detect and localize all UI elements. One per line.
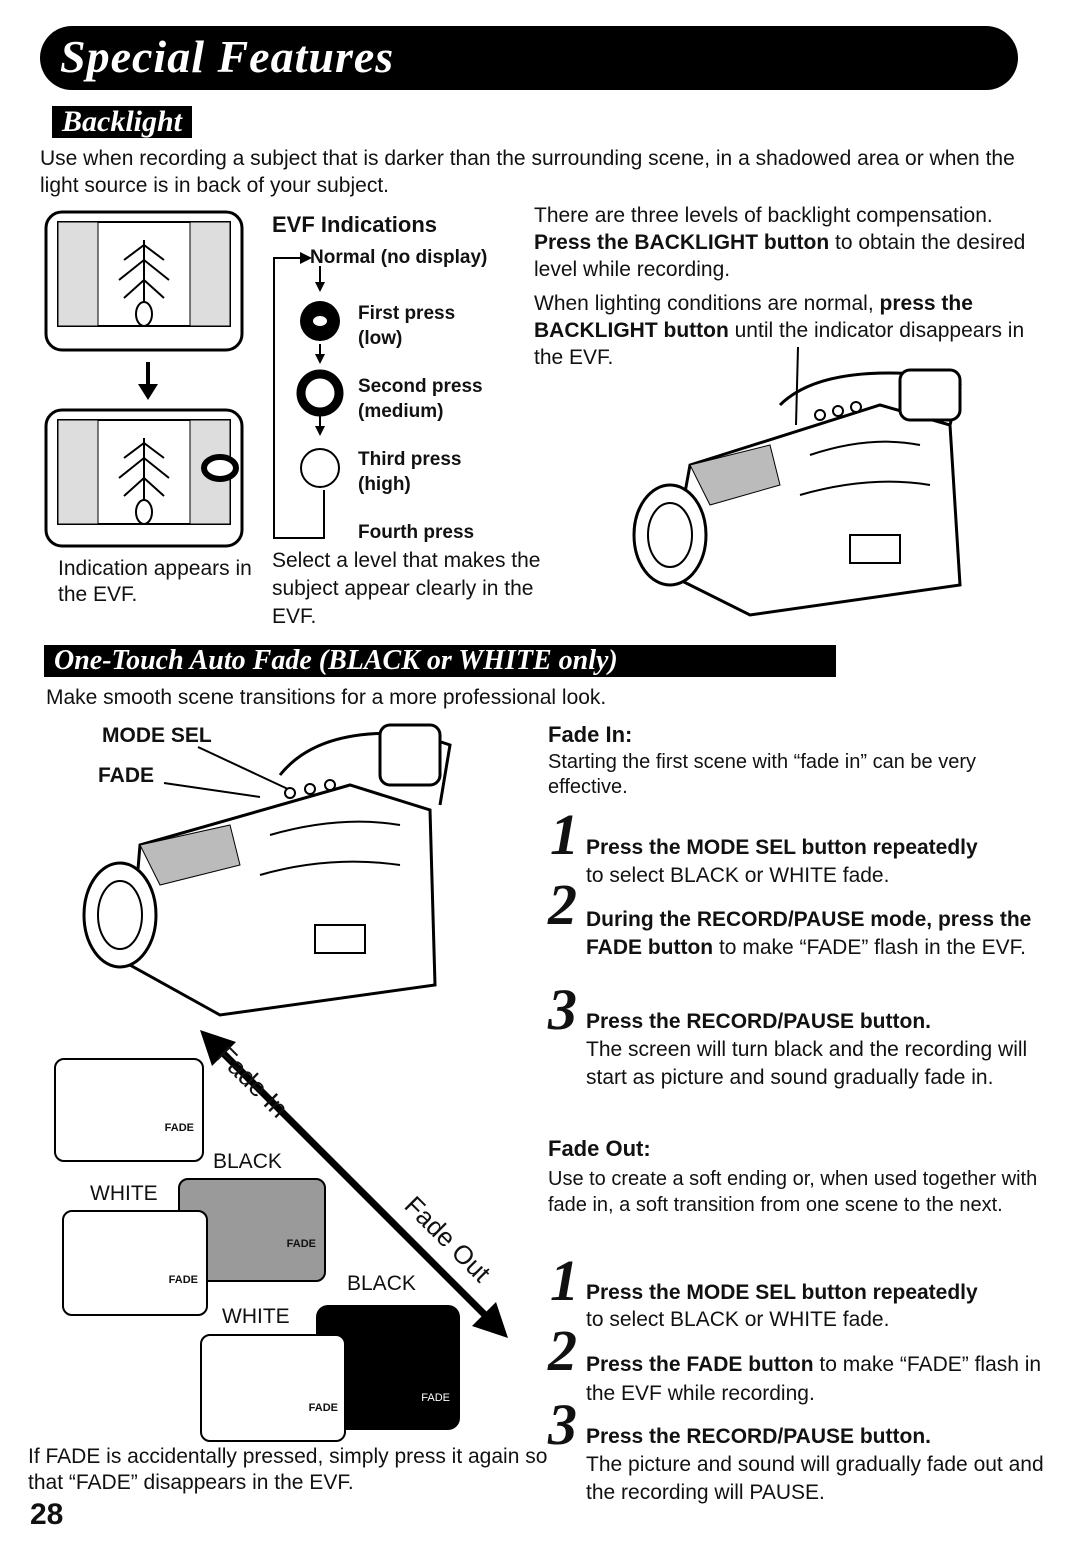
para1-end: to obtain the desired level while record… — [534, 231, 1026, 281]
para2-plain: When lighting conditions are normal, — [534, 292, 880, 315]
screen-fade-text: FADE — [168, 1274, 198, 1286]
screen-fade-text: FADE — [421, 1392, 450, 1404]
fade-out-step-1-number: 1 — [550, 1248, 579, 1313]
fade-out-step-1-heading: Press the MODE SEL button repeatedly — [586, 1281, 978, 1304]
select-caption: Select a level that makes the subject ap… — [272, 549, 541, 628]
evf-indications-heading: EVF Indications — [272, 212, 438, 237]
fade-out-heading: Fade Out: — [548, 1136, 651, 1161]
fade-in-intro: Starting the first scene with “fade in” … — [548, 751, 976, 798]
fade-in-heading: Fade In: — [548, 722, 633, 747]
fade-out-step-3-text: The picture and sound will gradually fad… — [586, 1453, 1044, 1504]
fade-in-white-label: WHITE — [90, 1182, 158, 1205]
fade-out-step-2: Press the FADE button to make “FADE” fla… — [586, 1350, 1046, 1408]
fade-out-step-3-number: 3 — [548, 1392, 577, 1457]
fade-in-black-label: BLACK — [213, 1150, 282, 1173]
level-second-sub: (medium) — [358, 401, 444, 422]
camcorder-fade-illustration — [82, 723, 452, 1017]
fade-out-step-2-text: to make “FADE” flash in the EVF while re… — [586, 1353, 1042, 1405]
evf-level-flow-diagram — [273, 252, 344, 539]
page-number: 28 — [30, 1498, 64, 1531]
level-second-label: Second press — [358, 376, 483, 397]
fade-in-step-2-heading: During the RECORD/PAUSE mode, press the … — [586, 908, 1032, 959]
fade-direction-arrow — [200, 1030, 508, 1338]
screen-fade-text: FADE — [286, 1238, 316, 1250]
level-fourth-label: Fourth press — [358, 522, 475, 543]
fade-button-label: FADE — [98, 764, 155, 787]
fade-in-step-1-heading: Press the MODE SEL button repeatedly — [586, 836, 978, 859]
fade-out-white-label: WHITE — [222, 1305, 290, 1328]
level-third-label: Third press — [358, 449, 462, 470]
backlight-paragraph-1: There are three levels of backlight comp… — [534, 202, 1054, 283]
backlight-heading: Backlight — [52, 106, 193, 138]
mode-sel-label: MODE SEL — [102, 724, 212, 747]
camcorder-backlight-illustration — [632, 346, 962, 617]
fade-out-intro: Use to create a soft ending or, when use… — [548, 1168, 1038, 1216]
fade-in-step-3-number: 3 — [548, 977, 577, 1042]
fade-in-step-1-text: to select BLACK or WHITE fade. — [586, 864, 890, 887]
page-title: Special Features — [60, 31, 395, 82]
fade-in-step-2-text: to make “FADE” flash in the EVF. — [713, 936, 1026, 959]
para2-bold: press the BACKLIGHT button — [534, 292, 973, 342]
level-third-sub: (high) — [358, 474, 411, 495]
fade-in-step-2: During the RECORD/PAUSE mode, press the … — [586, 906, 1046, 962]
fade-in-step-3-heading: Press the RECORD/PAUSE button. — [586, 1010, 931, 1033]
fade-out-white-screen: FADE — [200, 1334, 346, 1442]
screen-fade-text: FADE — [308, 1402, 338, 1414]
para1-plain: There are three levels of backlight comp… — [534, 204, 993, 227]
fade-heading: One-Touch Auto Fade (BLACK or WHITE only… — [44, 645, 836, 677]
para2-end: until the indicator disappears in the EV… — [534, 319, 1025, 369]
fade-in-clear-screen: FADE — [54, 1058, 204, 1162]
backlight-paragraph-2: When lighting conditions are normal, pre… — [534, 290, 1054, 371]
level-normal-label: Normal (no display) — [310, 247, 488, 268]
indication-caption: Indication appears in the EVF. — [58, 557, 252, 606]
fade-in-step-3-text: The screen will turn black and the recor… — [586, 1038, 1028, 1089]
fade-out-step-2-number: 2 — [548, 1318, 577, 1383]
screen-fade-text: FADE — [164, 1122, 194, 1134]
fade-in-step-1-number: 1 — [550, 802, 579, 867]
evf-scene-indicator-illustration — [44, 408, 244, 548]
fade-out-step-1-text: to select BLACK or WHITE fade. — [586, 1308, 890, 1331]
arrow-down-icon — [138, 362, 158, 400]
evf-scene-normal-illustration — [44, 210, 244, 352]
fade-out-step-3-heading: Press the RECORD/PAUSE button. — [586, 1425, 931, 1448]
fade-in-white-screen: FADE — [62, 1210, 208, 1316]
fade-out-step-2-heading: Press the FADE button — [586, 1353, 814, 1376]
fade-bottom-note: If FADE is accidentally pressed, simply … — [28, 1445, 548, 1494]
para1-bold: Press the BACKLIGHT button — [534, 231, 830, 254]
level-first-sub: (low) — [358, 328, 403, 349]
fade-out-black-label: BLACK — [347, 1272, 416, 1295]
fade-in-step-2-number: 2 — [548, 872, 577, 937]
fade-intro: Make smooth scene transitions for a more… — [46, 686, 607, 709]
title-bar — [40, 26, 1018, 90]
level-first-label: First press — [358, 303, 456, 324]
backlight-intro: Use when recording a subject that is dar… — [40, 147, 1015, 197]
